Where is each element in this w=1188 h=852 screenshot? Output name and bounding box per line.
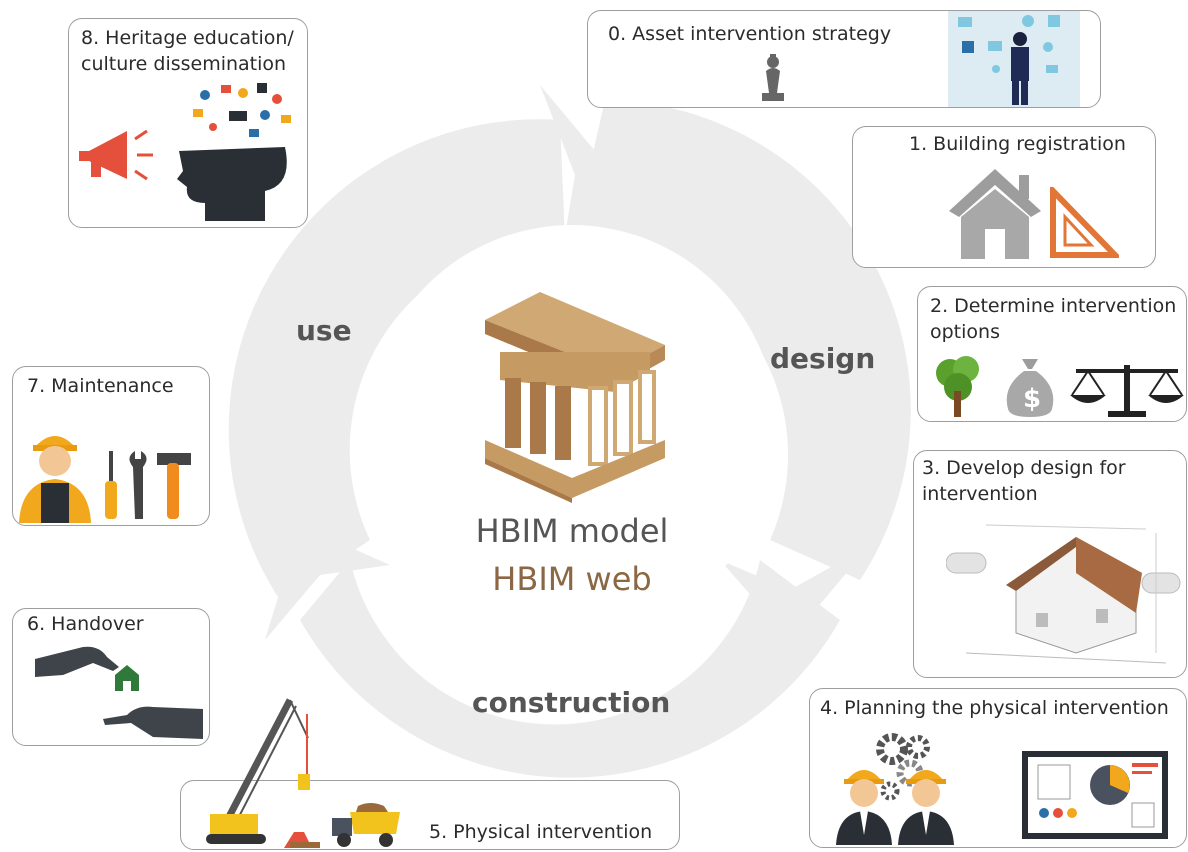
engineer-icon	[836, 770, 954, 845]
excavator-icon	[284, 832, 320, 848]
step-label-2: 2. Determine intervention options	[930, 295, 1177, 343]
businessman-icon	[948, 11, 1080, 107]
step-box-7: 7. Maintenance	[12, 366, 210, 526]
step-label-5: 5. Physical intervention	[429, 821, 653, 843]
crane-icon	[206, 698, 310, 844]
arrow-head-left	[265, 525, 390, 640]
step-box-6: 6. Handover	[12, 608, 210, 746]
step-box-4: 4. Planning the physical intervention	[809, 688, 1187, 848]
tools-icon	[105, 451, 191, 519]
center-subtitle: HBIM web	[492, 560, 652, 598]
house-blueprint-icon	[946, 524, 1181, 664]
step-box-1: 1. Building registration	[852, 126, 1156, 268]
step-label-6: 6. Handover	[27, 613, 144, 635]
step-label-1: 1. Building registration	[909, 133, 1126, 155]
handover-hands-icon	[35, 646, 203, 739]
step-box-2: 2. Determine intervention options $	[917, 286, 1187, 422]
scale-icon	[1070, 365, 1184, 417]
arrow-head-right	[720, 545, 870, 640]
step-box-8: 8. Heritage education/ culture dissemina…	[68, 18, 308, 228]
worker-icon	[19, 436, 91, 523]
house-icon	[949, 169, 1041, 259]
phase-label-design: design	[770, 342, 876, 375]
ring-segment-use	[228, 119, 565, 600]
megaphone-icon	[79, 129, 153, 181]
arrow-head-top	[540, 85, 615, 265]
presentation-board-icon	[1022, 751, 1168, 839]
center-title: HBIM model	[475, 512, 669, 550]
step-label-7: 7. Maintenance	[27, 375, 174, 397]
building-icon	[485, 292, 665, 503]
step-label-8: 8. Heritage education/ culture dissemina…	[81, 27, 294, 75]
money-bag-icon: $	[1006, 359, 1054, 417]
svg-text:$: $	[1023, 384, 1041, 414]
step-box-3: 3. Develop design for intervention	[913, 450, 1187, 678]
ring-segment-design	[572, 100, 911, 580]
phase-label-use: use	[296, 314, 352, 347]
dump-truck-icon	[332, 803, 400, 847]
tree-icon	[936, 356, 979, 417]
step-box-0: 0. Asset intervention strategy	[587, 10, 1101, 108]
step-label-4: 4. Planning the physical intervention	[820, 697, 1169, 719]
step-label-3: 3. Develop design for intervention	[922, 457, 1126, 505]
head-ideas-icon	[177, 83, 291, 221]
phase-label-construction: construction	[472, 686, 671, 719]
ring-segment-construction	[300, 560, 840, 778]
step-label-0: 0. Asset intervention strategy	[608, 23, 892, 45]
chess-knight-icon	[762, 54, 784, 101]
set-square-icon	[1050, 187, 1119, 258]
